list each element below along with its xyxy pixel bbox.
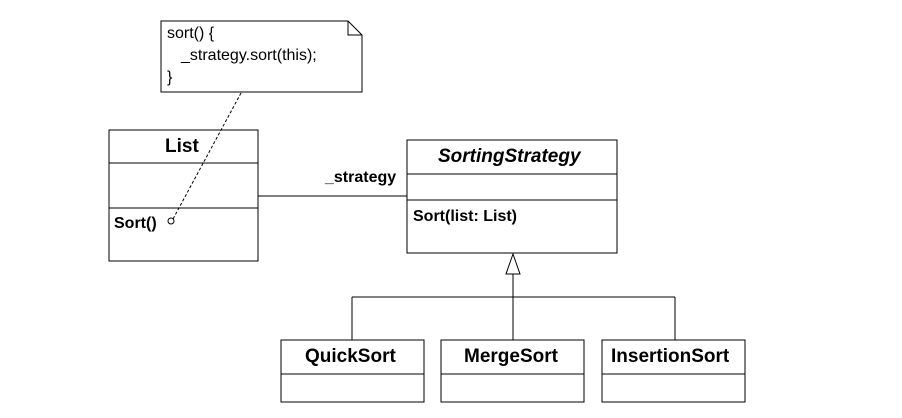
class-quicksort-box <box>280 339 425 403</box>
class-mergesort-name: MergeSort <box>464 346 558 367</box>
class-list-operation: Sort() <box>114 215 157 232</box>
class-quicksort-name: QuickSort <box>305 346 396 367</box>
note-anchor-line <box>172 92 242 220</box>
class-list-name: List <box>165 136 199 157</box>
association-role-label: _strategy <box>325 169 397 186</box>
class-sorting-strategy-box <box>406 139 618 254</box>
note-line-1: sort() { <box>167 25 215 42</box>
code-note <box>160 20 363 93</box>
inheritance-arrowhead-icon <box>505 252 521 275</box>
note-line-2: _strategy.sort(this); <box>181 47 317 64</box>
class-sorting-strategy-name: SortingStrategy <box>438 146 581 167</box>
note-anchor-circle <box>167 217 175 225</box>
class-list-box <box>108 129 259 262</box>
note-line-3: } <box>167 69 173 86</box>
class-mergesort-box <box>440 339 585 403</box>
class-insertionsort-box <box>601 339 746 403</box>
class-sorting-strategy-operation: Sort(list: List) <box>413 208 517 225</box>
class-insertionsort-name: InsertionSort <box>611 346 730 367</box>
generalization-tree <box>351 274 676 340</box>
